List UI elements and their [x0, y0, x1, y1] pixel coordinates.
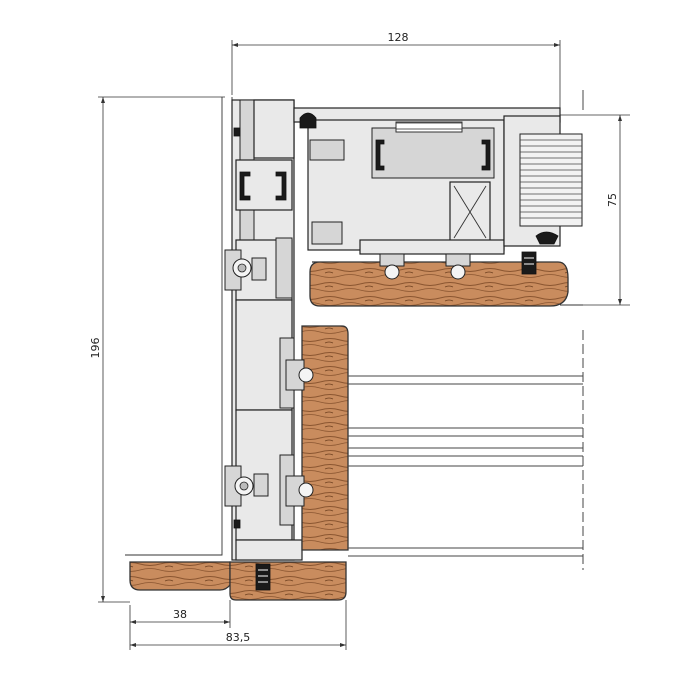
- wood-sill-left: [129, 561, 231, 591]
- dimension-bottom-inner: 38: [129, 600, 231, 650]
- dimension-bottom-total: 83,5: [130, 600, 347, 650]
- dim-right-label: 75: [606, 193, 619, 207]
- dim-top-label: 128: [388, 31, 409, 44]
- dimension-left: 196: [89, 96, 225, 603]
- glazing: [348, 330, 584, 570]
- clip-stile-upper: [285, 359, 314, 391]
- horizontal-frame-profile: [293, 107, 561, 255]
- clip-head-1: [379, 253, 405, 280]
- fastener-left-lower: [224, 465, 269, 507]
- wood-screw-sill: [255, 563, 271, 591]
- wood-head-rail: [309, 261, 569, 307]
- clip-stile-lower: [285, 475, 314, 507]
- wall-outline: [125, 90, 584, 556]
- dimension-top: 128: [231, 31, 561, 110]
- clip-head-2: [445, 253, 471, 280]
- shutter-box: [503, 115, 583, 247]
- dim-left-label: 196: [89, 338, 102, 359]
- wood-vertical-stile: [301, 325, 349, 551]
- wood-screw-head: [521, 251, 537, 275]
- dim-bottom-total-label: 83,5: [226, 631, 251, 644]
- wood-sill-main: [229, 561, 347, 601]
- dim-bottom-inner-label: 38: [173, 608, 187, 621]
- fastener-left-upper: [224, 249, 267, 291]
